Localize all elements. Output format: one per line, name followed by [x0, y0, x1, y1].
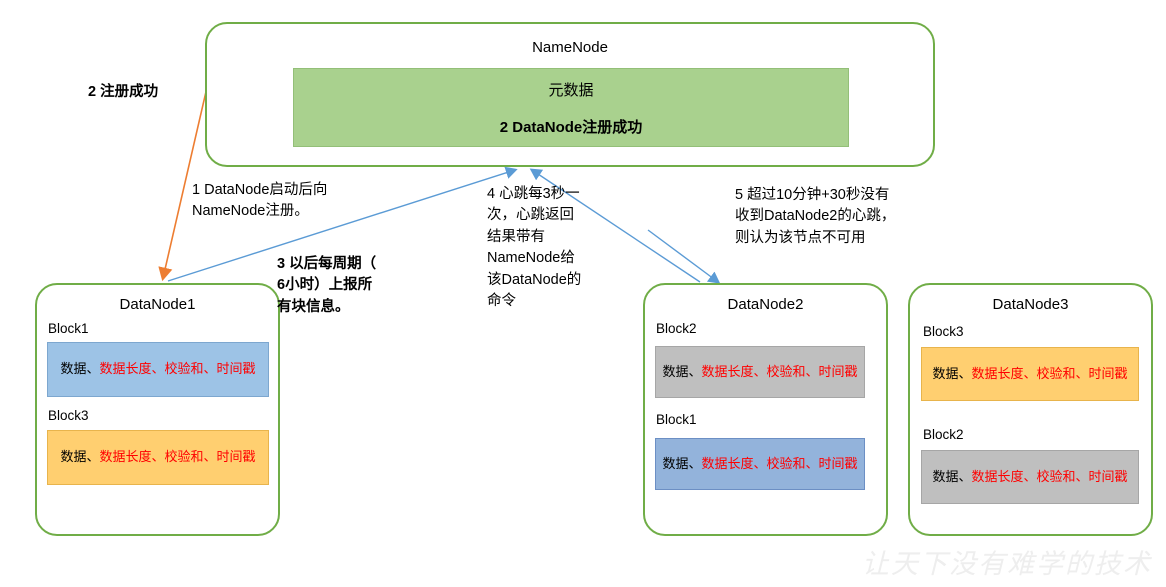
- datanode1-block0-field-black: 数据、: [60, 361, 100, 377]
- annotation-step-3: 3 以后每周期（ 6小时）上报所 有块信息。: [277, 256, 377, 315]
- datanode1-block1-label: Block3: [48, 408, 89, 423]
- namenode-title: NameNode: [532, 39, 608, 56]
- datanode2-title: DataNode2: [727, 296, 804, 313]
- arrow-note5-to-datanode2: [647, 229, 721, 284]
- metadata-label: 元数据: [548, 81, 594, 99]
- datanode1-title: DataNode1: [119, 296, 196, 313]
- datanode1-box[interactable]: DataNode1: [35, 283, 280, 536]
- datanode3-block0-field-black: 数据、: [932, 365, 972, 381]
- datanode3-block1-field-red: 数据长度、校验和、时间戳: [971, 468, 1128, 484]
- datanode3-block0-field-red: 数据长度、校验和、时间戳: [971, 365, 1128, 381]
- datanode1-block0-label: Block1: [48, 321, 89, 336]
- annotation-step-4: 4 心跳每3秒一 次，心跳返回 结果带有 NameNode给 该DataNode…: [487, 186, 582, 310]
- datanode3-block1-label: Block2: [923, 427, 964, 442]
- datanode1-block1-field-black: 数据、: [60, 449, 100, 465]
- metadata-register-status: 2 DataNode注册成功: [499, 118, 643, 136]
- datanode2-block1-chip[interactable]: 数据、数据长度、校验和、时间戳: [655, 438, 865, 490]
- annotation-step-1: 1 DataNode启动后向 NameNode注册。: [192, 182, 328, 220]
- arrow-namenode-to-datanode1: [158, 69, 212, 282]
- datanode3-block1-field-black: 数据、: [932, 468, 972, 484]
- datanode2-block1-field-red: 数据长度、校验和、时间戳: [701, 455, 858, 471]
- datanode3-block1-chip[interactable]: 数据、数据长度、校验和、时间戳: [921, 450, 1139, 504]
- datanode2-block1-label: Block1: [656, 412, 697, 427]
- namenode-metadata-box[interactable]: 元数据 2 DataNode注册成功: [293, 68, 849, 147]
- watermark: 让天下没有难学的技术: [862, 549, 1152, 580]
- datanode2-block0-chip[interactable]: 数据、数据长度、校验和、时间戳: [655, 346, 865, 398]
- datanode1-block0-field-red: 数据长度、校验和、时间戳: [99, 361, 256, 377]
- datanode1-block0-chip[interactable]: 数据、数据长度、校验和、时间戳: [47, 342, 269, 397]
- datanode1-block1-chip[interactable]: 数据、数据长度、校验和、时间戳: [47, 430, 269, 485]
- annotation-step-5: 5 超过10分钟+30秒没有 收到DataNode2的心跳， 则认为该节点不可用: [735, 187, 896, 246]
- datanode3-block0-chip[interactable]: 数据、数据长度、校验和、时间戳: [921, 347, 1139, 401]
- datanode2-block0-field-red: 数据长度、校验和、时间戳: [701, 363, 858, 379]
- datanode2-block0-field-black: 数据、: [662, 363, 702, 379]
- annotation-step-2: 2 注册成功: [88, 84, 159, 100]
- datanode2-block1-field-black: 数据、: [662, 455, 702, 471]
- datanode3-title: DataNode3: [992, 296, 1069, 313]
- datanode3-block0-label: Block3: [923, 324, 964, 339]
- datanode2-block0-label: Block2: [656, 321, 697, 336]
- datanode1-block1-field-red: 数据长度、校验和、时间戳: [99, 449, 256, 465]
- datanode2-box[interactable]: DataNode2: [643, 283, 888, 536]
